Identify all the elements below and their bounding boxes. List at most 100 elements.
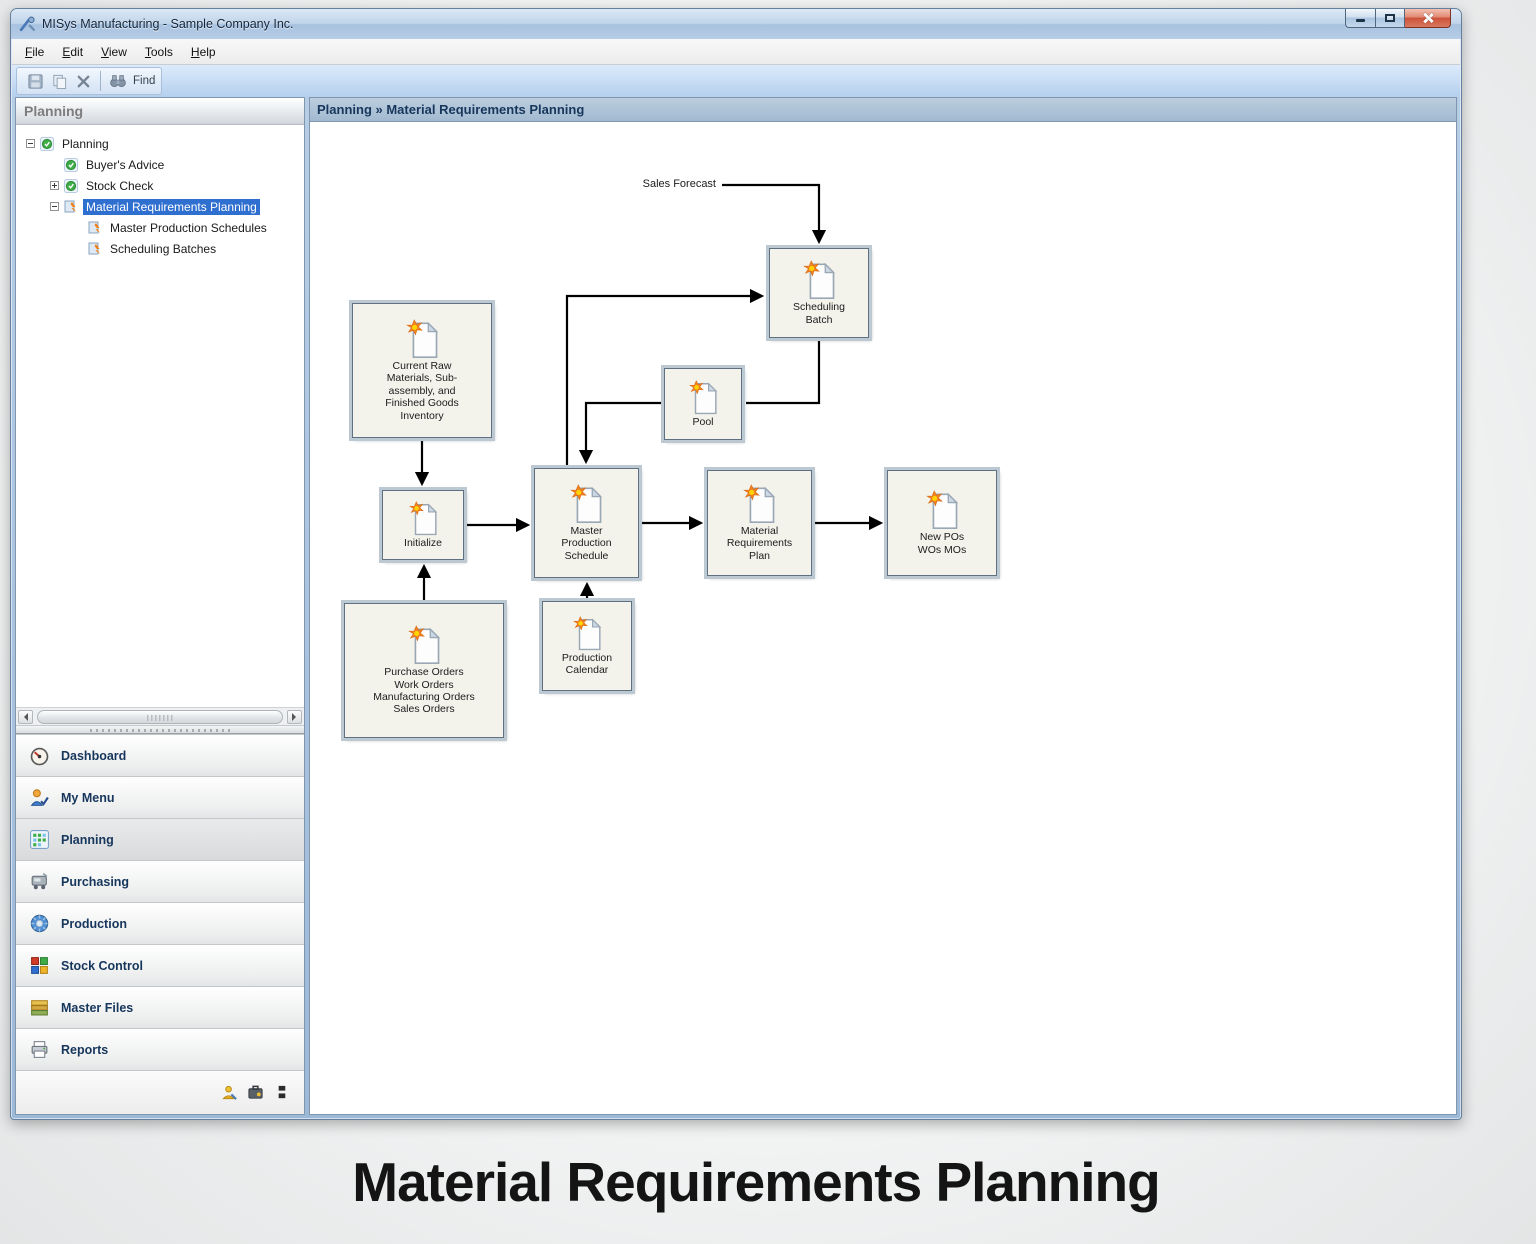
tree-item-label[interactable]: Master Production Schedules — [110, 220, 267, 235]
menu-tools[interactable]: Tools — [136, 41, 182, 63]
document-icon — [406, 319, 439, 359]
my-menu-icon — [30, 789, 49, 806]
maximize-button[interactable] — [1376, 9, 1405, 28]
planning-icon — [30, 830, 49, 849]
tree-item-stock-check[interactable]: Stock Check — [16, 175, 304, 196]
overflow-chevron-icon[interactable] — [273, 1084, 290, 1101]
scrollbar-thumb[interactable] — [37, 709, 283, 724]
collapse-icon[interactable] — [26, 139, 35, 148]
save-button[interactable] — [23, 69, 47, 93]
window-controls — [1345, 9, 1451, 28]
document-icon — [570, 484, 603, 524]
panel-splitter[interactable] — [16, 725, 304, 734]
flow-box-label: Master Production Schedule — [561, 524, 612, 562]
title-bar[interactable]: MISys Manufacturing - Sample Company Inc… — [11, 9, 1461, 39]
content-panel: Planning » Material Requirements Plannin… — [309, 97, 1457, 1115]
nav-item-reports[interactable]: Reports — [16, 1028, 304, 1070]
collapse-icon[interactable] — [50, 202, 59, 211]
purchasing-icon — [31, 872, 48, 890]
document-icon — [803, 260, 836, 300]
mrp-node-icon — [64, 200, 76, 212]
flow-box-current-inventory[interactable]: Current Raw Materials, Sub- assembly, an… — [349, 300, 495, 441]
minimize-icon — [1356, 18, 1365, 22]
sidebar-header: Planning — [16, 98, 304, 125]
tree-item-label[interactable]: Planning — [62, 136, 109, 151]
scrollbar-grip — [147, 714, 173, 721]
menu-view-key: V — [101, 44, 109, 59]
menu-edit[interactable]: Edit — [53, 41, 92, 63]
flow-box-purchase-orders[interactable]: Purchase Orders Work Orders Manufacturin… — [341, 600, 507, 741]
caption-area: Material Requirements Planning — [0, 1150, 1512, 1214]
nav-item-my-menu[interactable]: My Menu — [16, 776, 304, 818]
flow-box-pool[interactable]: Pool — [661, 365, 745, 443]
sales-forecast-label: Sales Forecast — [642, 178, 716, 190]
stock-control-icon — [31, 957, 48, 974]
scrollbar-track[interactable] — [35, 709, 285, 724]
scroll-left-button[interactable] — [18, 709, 33, 724]
toolbox-icon[interactable] — [247, 1084, 264, 1101]
tree-item-label[interactable]: Buyer's Advice — [86, 157, 165, 172]
user-setup-icon[interactable] — [221, 1084, 238, 1101]
menu-help-key: H — [190, 44, 200, 59]
menu-help[interactable]: Help — [182, 41, 225, 63]
caption-text: Material Requirements Planning — [352, 1151, 1160, 1213]
close-button[interactable] — [1405, 9, 1451, 28]
scroll-left-icon — [20, 712, 28, 721]
production-icon — [30, 914, 49, 933]
tree-item-master-production-schedules[interactable]: Master Production Schedules — [16, 217, 304, 238]
nav-item-label: Dashboard — [61, 748, 127, 763]
flow-box-master-production-schedule[interactable]: Master Production Schedule — [531, 465, 642, 581]
menu-help-rest: elp — [199, 44, 216, 59]
menu-edit-key: E — [62, 44, 71, 59]
flow-box-scheduling-batch[interactable]: Scheduling Batch — [766, 245, 872, 341]
sidebar-header-label: Planning — [24, 103, 84, 119]
flow-box-new-orders[interactable]: New POs WOs MOs — [884, 467, 1000, 579]
tree-horizontal-scrollbar[interactable] — [16, 707, 304, 725]
maximize-icon — [1385, 14, 1395, 22]
tree-item-buyers-advice[interactable]: Buyer's Advice — [16, 154, 304, 175]
planning-tree: Planning Buyer's Advice — [16, 125, 304, 707]
expand-icon[interactable] — [50, 181, 59, 190]
tree-item-label[interactable]: Scheduling Batches — [110, 241, 217, 256]
edge-sales-forecast-to-scheduling-batch — [722, 183, 827, 245]
nav-item-dashboard[interactable]: Dashboard — [16, 734, 304, 776]
scroll-right-icon — [292, 712, 300, 721]
nav-item-purchasing[interactable]: Purchasing — [16, 860, 304, 902]
menu-file-key: F — [25, 44, 33, 59]
copy-button[interactable] — [47, 69, 71, 93]
content-header: Planning » Material Requirements Plannin… — [310, 98, 1456, 122]
find-button[interactable] — [106, 69, 130, 93]
tree-item-scheduling-batches[interactable]: Scheduling Batches — [16, 238, 304, 259]
reports-icon — [31, 1041, 48, 1058]
flow-box-production-calendar[interactable]: Production Calendar — [539, 598, 635, 694]
buyers-advice-icon — [64, 157, 78, 172]
nav-item-master-files[interactable]: Master Files — [16, 986, 304, 1028]
flow-box-initialize[interactable]: Initialize — [379, 487, 467, 563]
flow-box-material-requirements-plan[interactable]: Material Requirements Plan — [704, 467, 815, 579]
tree-item-material-requirements-planning[interactable]: Material Requirements Planning — [16, 196, 304, 217]
minimize-button[interactable] — [1345, 9, 1376, 28]
delete-button[interactable] — [71, 69, 95, 93]
tree-item-label[interactable]: Material Requirements Planning — [83, 198, 260, 215]
main-area: Planning Planning — [15, 97, 1457, 1115]
nav-item-stock-control[interactable]: Stock Control — [16, 944, 304, 986]
scroll-right-button[interactable] — [287, 709, 302, 724]
document-icon — [743, 484, 776, 524]
flow-box-label: Purchase Orders Work Orders Manufacturin… — [373, 666, 475, 716]
flow-box-label: Scheduling Batch — [793, 301, 845, 326]
delete-icon — [77, 75, 89, 87]
menu-tools-rest: ools — [150, 44, 173, 59]
nav-item-planning[interactable]: Planning — [16, 818, 304, 860]
tree-item-label[interactable]: Stock Check — [86, 178, 154, 193]
document-icon — [408, 625, 441, 665]
mps-node-icon — [88, 221, 100, 233]
toolbar-strip: Find — [16, 67, 163, 95]
splitter-grip — [90, 729, 230, 732]
menu-view[interactable]: View — [92, 41, 136, 63]
menu-file[interactable]: File — [16, 41, 53, 63]
master-files-icon — [31, 1000, 48, 1016]
nav-item-production[interactable]: Production — [16, 902, 304, 944]
tree-item-planning[interactable]: Planning — [16, 133, 304, 154]
nav-item-label: Master Files — [61, 1000, 134, 1015]
document-icon — [689, 380, 718, 415]
